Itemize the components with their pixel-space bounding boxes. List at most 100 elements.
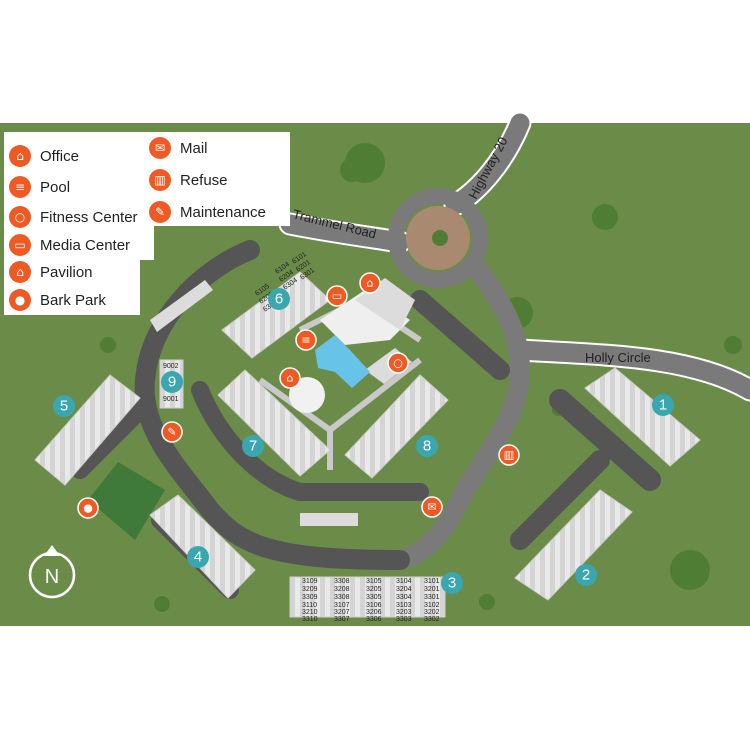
home-icon: ⌂ xyxy=(9,145,31,167)
building-markers[interactable]: 1 2 3 4 5 6 7 8 9 xyxy=(53,288,674,594)
svg-text:▭: ▭ xyxy=(332,290,342,303)
building-5-footprint xyxy=(34,374,141,486)
wrench-icon: ✎ xyxy=(149,201,171,223)
unit-label: 3104 xyxy=(396,578,412,585)
unit-label: 3109 xyxy=(302,578,318,585)
building-marker-3[interactable]: 3 xyxy=(441,572,463,594)
building-marker-4[interactable]: 4 xyxy=(187,546,209,568)
svg-text:●: ● xyxy=(83,502,93,515)
kettlebell-icon: ○ xyxy=(9,206,31,228)
svg-text:7: 7 xyxy=(249,438,257,455)
unit-label: 9001 xyxy=(163,396,179,403)
amenity-markers[interactable]: ⌂ ▭ ≡ ○ ⌂ ✎ ▥ ✉ ● xyxy=(77,272,520,519)
unit-label: 3102 xyxy=(424,602,440,609)
carport-building-6 xyxy=(150,280,213,332)
unit-label: 3210 xyxy=(302,609,318,616)
office-marker-icon[interactable]: ⌂ xyxy=(359,272,381,294)
media-center-marker-icon[interactable]: ▭ xyxy=(326,285,348,307)
svg-text:6: 6 xyxy=(275,291,283,308)
svg-text:8: 8 xyxy=(423,438,431,455)
svg-text:▥: ▥ xyxy=(504,449,514,462)
unit-label: 3308 xyxy=(334,578,350,585)
svg-text:○: ○ xyxy=(393,357,403,370)
svg-text:⌂: ⌂ xyxy=(367,277,374,290)
legend-item-media-center: ▭ Media Center xyxy=(9,232,130,258)
legend-item-refuse: ▥ Refuse xyxy=(149,167,228,193)
building-marker-2[interactable]: 2 xyxy=(575,564,597,586)
trees xyxy=(100,143,742,612)
clubhouse-building xyxy=(320,290,410,345)
pool-marker-icon[interactable]: ≡ xyxy=(295,329,317,351)
building-2-footprint xyxy=(514,489,633,601)
maintenance-marker-icon[interactable]: ✎ xyxy=(161,421,183,443)
refuse-marker-icon[interactable]: ▥ xyxy=(498,444,520,466)
pavilion-icon: ⌂ xyxy=(9,261,31,283)
svg-text:4: 4 xyxy=(194,549,202,566)
building-8-footprint xyxy=(344,374,449,479)
unit-label: 3304 xyxy=(396,594,412,601)
bark-park-marker-icon[interactable]: ● xyxy=(77,497,99,519)
building-marker-7[interactable]: 7 xyxy=(242,435,264,457)
legend-item-mail: ✉ Mail xyxy=(149,135,208,161)
mailbox-icon: ✉ xyxy=(149,137,171,159)
north-compass: N xyxy=(28,545,76,599)
pavilion-marker-icon[interactable]: ⌂ xyxy=(279,367,301,389)
legend-item-pool: ≡ Pool xyxy=(9,174,70,200)
svg-text:⌂: ⌂ xyxy=(287,372,294,385)
building-3-unit-labels: 3109 3308 3105 3104 3101 3209 3208 3205 … xyxy=(302,578,440,623)
building-1-footprint xyxy=(584,367,701,467)
svg-text:≡: ≡ xyxy=(301,334,310,347)
building-3-footprint xyxy=(289,576,446,618)
building-marker-6[interactable]: 6 xyxy=(268,288,290,310)
unit-label: 3302 xyxy=(424,616,440,623)
unit-label: 3301 xyxy=(424,594,440,601)
unit-label: 3203 xyxy=(396,609,412,616)
unit-label: 3106 xyxy=(366,602,382,609)
dog-icon: ● xyxy=(9,289,31,311)
laptop-icon: ▭ xyxy=(9,234,31,256)
legend-item-maintenance: ✎ Maintenance xyxy=(149,199,266,225)
unit-label: 3303 xyxy=(396,616,412,623)
unit-label: 9002 xyxy=(163,363,179,370)
unit-label: 3306 xyxy=(366,616,382,623)
unit-label: 3110 xyxy=(302,602,317,609)
unit-label: 3107 xyxy=(334,602,350,609)
building-4-footprint xyxy=(149,494,256,599)
carport xyxy=(300,513,358,526)
pavilion-roof xyxy=(289,377,325,413)
pool xyxy=(315,335,370,388)
road-label-holly: Holly Circle xyxy=(585,350,651,365)
compass-letter: N xyxy=(45,566,59,588)
unit-label: 3207 xyxy=(334,609,350,616)
building-marker-1[interactable]: 1 xyxy=(652,394,674,416)
building-marker-5[interactable]: 5 xyxy=(53,395,75,417)
trash-can-icon: ▥ xyxy=(149,169,171,191)
bark-park-field xyxy=(88,462,165,540)
svg-text:1: 1 xyxy=(659,397,667,414)
legend-item-office: ⌂ Office xyxy=(9,143,79,169)
unit-label: 3307 xyxy=(334,616,350,623)
svg-text:9: 9 xyxy=(168,374,176,391)
unit-label: 3101 xyxy=(424,578,440,585)
unit-label: 3308 xyxy=(334,594,350,601)
unit-label: 3202 xyxy=(424,609,440,616)
unit-label: 3309 xyxy=(302,594,318,601)
fitness-center-marker-icon[interactable]: ○ xyxy=(387,352,409,374)
unit-label: 3208 xyxy=(334,586,350,593)
mail-marker-icon[interactable]: ✉ xyxy=(421,496,443,518)
svg-text:3: 3 xyxy=(448,575,456,592)
svg-text:5: 5 xyxy=(60,398,68,415)
pool-ladder-icon: ≡ xyxy=(9,176,31,198)
building-marker-9[interactable]: 9 xyxy=(161,371,183,393)
legend-item-fitness-center: ○ Fitness Center xyxy=(9,204,138,230)
unit-label: 3310 xyxy=(302,616,318,623)
unit-label: 3105 xyxy=(366,578,382,585)
unit-label: 3201 xyxy=(424,586,440,593)
legend-item-pavilion: ⌂ Pavilion xyxy=(9,259,93,285)
unit-label: 3205 xyxy=(366,586,382,593)
building-marker-8[interactable]: 8 xyxy=(416,435,438,457)
svg-text:2: 2 xyxy=(582,567,590,584)
unit-label: 3305 xyxy=(366,594,382,601)
svg-text:✉: ✉ xyxy=(427,501,436,514)
